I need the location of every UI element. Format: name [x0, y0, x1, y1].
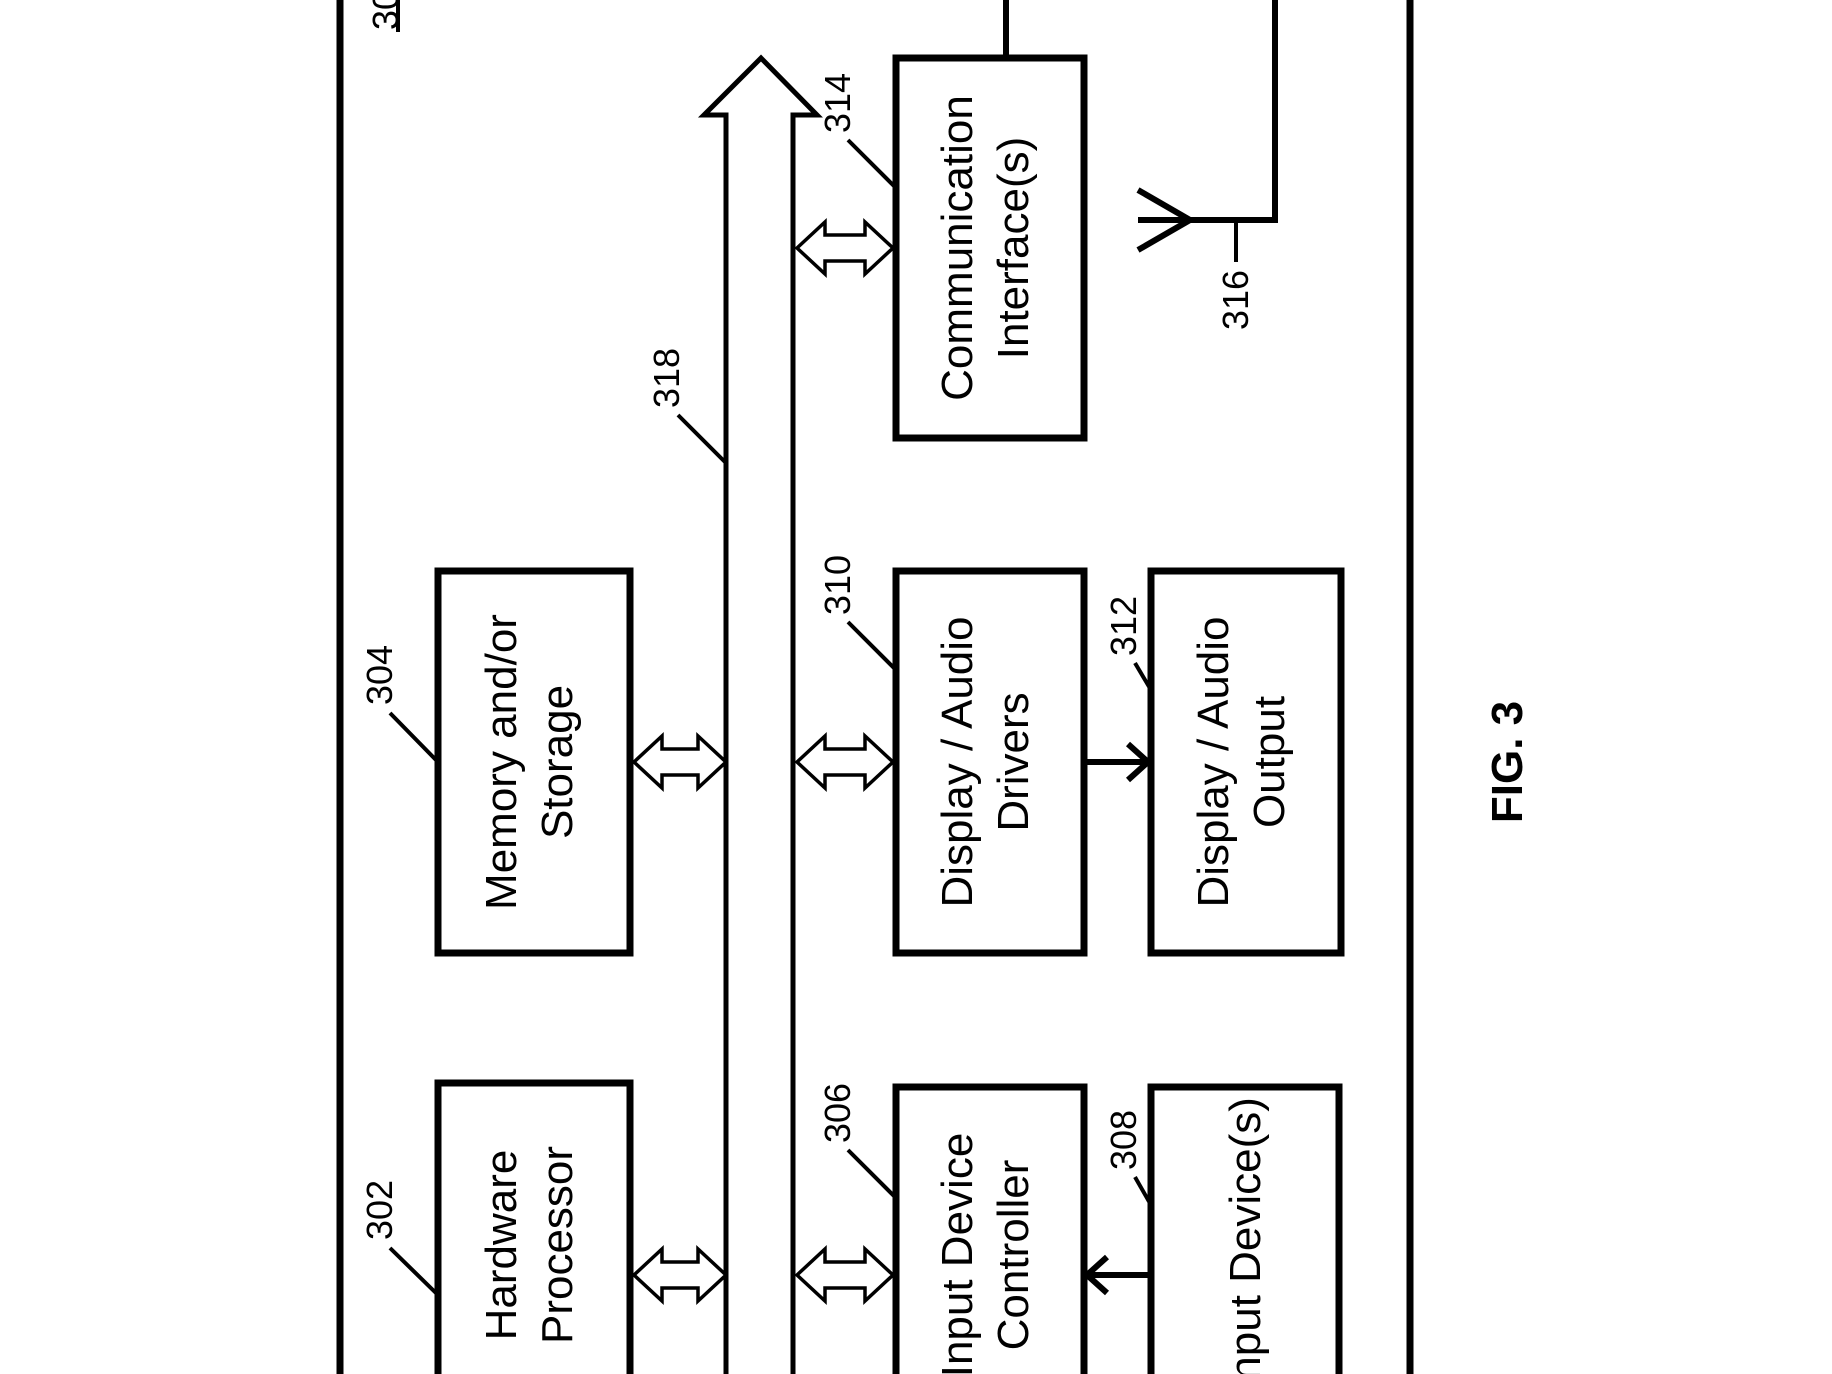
hardware-processor-box [434, 1079, 634, 1374]
input-devices-ref: 308 [1103, 1110, 1144, 1170]
display-audio-output-ref: 312 [1103, 596, 1144, 656]
memory-storage-label-line2: Storage [533, 685, 582, 839]
display-audio-output-label: Display / Audio [1189, 616, 1238, 907]
input-device-controller-ref-leader [846, 1148, 898, 1200]
communication-interfaces-label: Communication [933, 95, 982, 401]
input-devices-to-controller-arrow [1082, 1254, 1151, 1296]
display-audio-output-label-line2: Output [1245, 696, 1294, 828]
antenna-ref: 316 [1215, 270, 1256, 330]
input-devices-ref-leader [1133, 1176, 1153, 1206]
display-audio-drivers-label: Display / Audio [933, 616, 982, 907]
input-device-controller-label-line2: Controller [989, 1160, 1038, 1351]
communication-interfaces-ref-leader [846, 138, 898, 190]
input-device-controller-box [892, 1083, 1088, 1374]
display-drivers-bus-connector [794, 731, 896, 793]
hardware-processor-ref-leader [388, 1246, 440, 1297]
drivers-to-output-arrow [1084, 741, 1153, 783]
input-controller-bus-connector [794, 1244, 896, 1306]
communication-bus-connector [794, 217, 896, 279]
hardware-processor-ref: 302 [359, 1180, 400, 1240]
hardware-processor-label: Hardware [477, 1150, 526, 1341]
processor-bus-connector [631, 1244, 729, 1306]
input-device-controller-ref: 306 [817, 1083, 858, 1143]
input-devices-box [1147, 1083, 1343, 1374]
bus-arrow [697, 54, 823, 1374]
hardware-processor-label-line2: Processor [533, 1146, 582, 1344]
display-audio-drivers-ref-leader [846, 620, 898, 672]
antenna-icon [1136, 187, 1192, 253]
input-devices-label: Input Device(s) [1221, 1097, 1270, 1374]
display-audio-output-ref-leader [1133, 661, 1153, 692]
display-audio-output-box [1147, 567, 1345, 957]
system-frame [336, 0, 1414, 1374]
memory-bus-connector [631, 731, 729, 793]
memory-storage-box [434, 567, 634, 957]
communication-interfaces-box [892, 54, 1088, 442]
figure-label: FIG. 3 [1483, 701, 1532, 823]
bus-ref-leader [676, 413, 728, 465]
input-device-controller-label: Input Device [933, 1133, 982, 1374]
communication-interfaces-label-line2: Interface(s) [989, 137, 1038, 360]
display-audio-drivers-box [892, 567, 1088, 957]
antenna-feed-line [1003, 0, 1278, 223]
display-audio-drivers-label-line2: Drivers [989, 692, 1038, 831]
bus-ref-label: 318 [646, 348, 687, 408]
communication-interfaces-ref: 314 [817, 73, 858, 133]
memory-storage-ref-leader [388, 711, 440, 764]
memory-storage-label: Memory and/or [477, 614, 526, 910]
memory-storage-ref: 304 [359, 645, 400, 705]
display-audio-drivers-ref: 310 [817, 555, 858, 615]
